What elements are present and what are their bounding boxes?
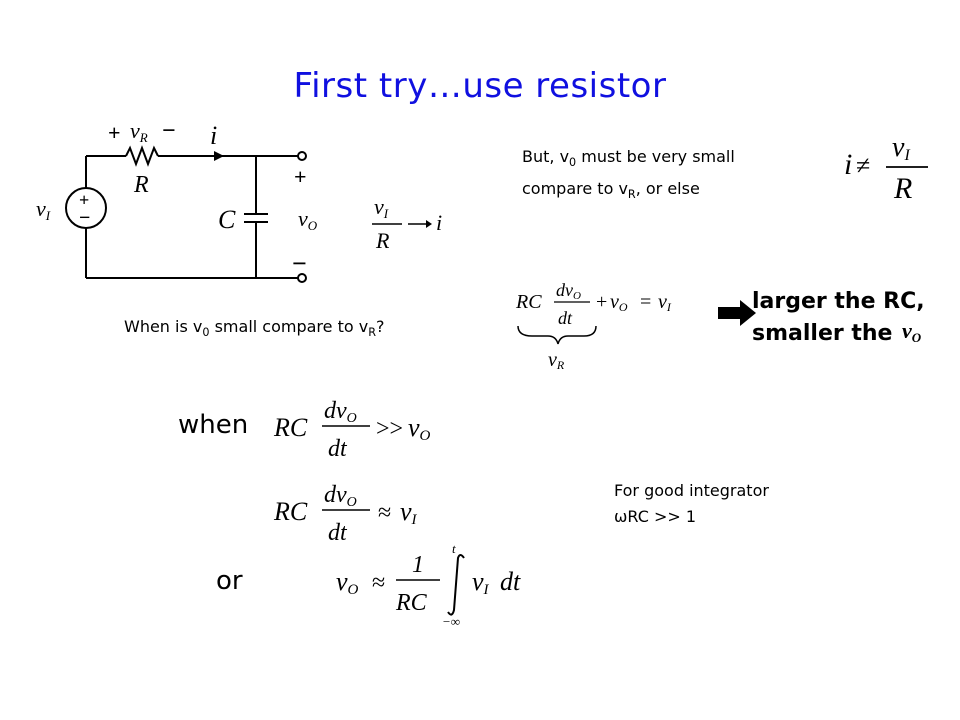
- svg-text:vI: vI: [400, 497, 418, 528]
- label-vO: vO: [298, 206, 318, 233]
- word-or: or: [216, 566, 243, 596]
- equation-i-not-equal: i ≠ vI R: [844, 132, 928, 205]
- svg-text:=: =: [640, 291, 651, 313]
- svg-text:−∞: −∞: [442, 614, 460, 629]
- svg-text:vR: vR: [548, 349, 565, 372]
- svg-text:≈: ≈: [378, 500, 391, 526]
- source-minus: −: [79, 207, 90, 229]
- svg-text:t: t: [452, 541, 456, 556]
- plus-sign-output: +: [294, 164, 307, 189]
- svg-text:>>: >>: [376, 416, 403, 442]
- svg-text:≠: ≠: [856, 151, 870, 180]
- word-when: when: [178, 410, 249, 440]
- svg-text:R: R: [893, 172, 912, 205]
- equation-rc-sum: RC dvO dt + vO = vI vR: [515, 280, 672, 372]
- svg-text:i: i: [844, 148, 852, 181]
- label-i: i: [210, 121, 217, 150]
- svg-text:1: 1: [412, 552, 424, 578]
- svg-text:dvO: dvO: [324, 398, 357, 426]
- bold-right-arrow-icon: [718, 300, 756, 326]
- svg-text:vO: vO: [408, 413, 431, 444]
- label-R: R: [133, 172, 149, 198]
- svg-text:vO: vO: [902, 320, 922, 345]
- equation-integral: vO ≈ 1 RC t −∞ vI dt: [336, 541, 521, 629]
- svg-text:dt: dt: [328, 520, 348, 546]
- svg-text:RC: RC: [273, 497, 308, 526]
- equation-vI-over-R-to-i: vI R i: [372, 194, 442, 253]
- resistor-symbol: [125, 145, 159, 167]
- label-C: C: [218, 205, 236, 234]
- minus-sign-left: −: [162, 118, 176, 144]
- svg-text:RC: RC: [515, 291, 542, 313]
- slide-title: First try…use resistor: [293, 66, 667, 106]
- equation-approx-vI: RC dvO dt ≈ vI: [273, 482, 418, 546]
- output-terminal-top: [297, 151, 307, 161]
- svg-text:vI: vI: [374, 194, 389, 221]
- svg-text:dvO: dvO: [324, 482, 357, 510]
- rc-circuit-diagram: + − vR R i C vO vI + − + −: [36, 118, 318, 283]
- output-terminal-bottom: [297, 273, 307, 283]
- plus-sign-left: +: [108, 120, 121, 145]
- source-plus: +: [79, 190, 89, 210]
- voltage-source-symbol: [65, 187, 107, 229]
- current-arrow-icon: [214, 151, 224, 161]
- svg-text:+: +: [596, 291, 607, 313]
- note-but-text: But, v0 must be very small compare to vR…: [522, 147, 735, 202]
- underbrace: [517, 325, 597, 345]
- svg-text:vI: vI: [892, 132, 910, 164]
- integral-sign-icon: [447, 554, 465, 616]
- svg-text:i: i: [436, 210, 442, 235]
- svg-text:dt: dt: [558, 308, 573, 328]
- svg-text:vO: vO: [610, 291, 628, 314]
- equation-much-greater: RC dvO dt >> vO: [273, 398, 431, 462]
- svg-text:dt: dt: [500, 567, 521, 596]
- label-vI: vI: [36, 196, 51, 223]
- svg-text:RC: RC: [273, 413, 308, 442]
- minus-sign-output: −: [292, 249, 307, 278]
- svg-text:RC: RC: [395, 590, 428, 616]
- svg-text:vI: vI: [472, 567, 490, 598]
- question-text: When is v0 small compare to vR?: [124, 317, 385, 340]
- integrator-note: For good integrator ωRC >> 1: [614, 481, 769, 526]
- svg-text:dt: dt: [328, 436, 348, 462]
- svg-text:vO: vO: [336, 567, 359, 598]
- larger-rc-note: larger the RC, smaller the vO: [752, 286, 952, 350]
- svg-text:R: R: [375, 228, 390, 253]
- smaller-vO-symbol: vO: [902, 318, 922, 345]
- svg-text:dvO: dvO: [556, 280, 581, 302]
- svg-text:≈: ≈: [372, 570, 385, 596]
- svg-text:vI: vI: [658, 291, 672, 314]
- label-vR: vR: [130, 118, 148, 145]
